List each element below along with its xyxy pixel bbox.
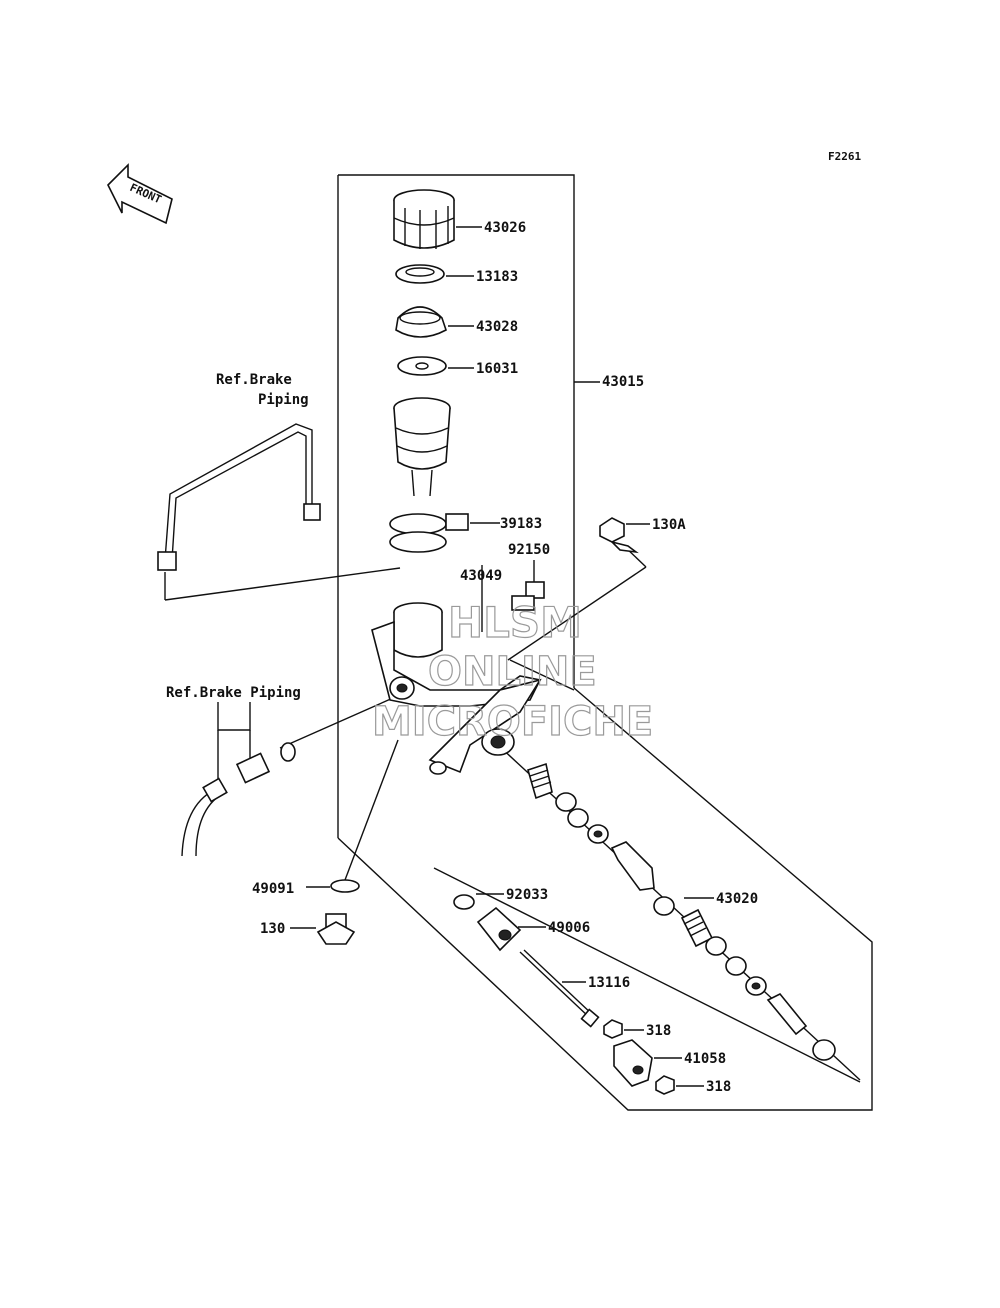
label-16031: 16031: [476, 361, 518, 377]
label-43026: 43026: [484, 220, 526, 236]
circlip-92033: [453, 894, 475, 910]
push-rod-13116: [519, 949, 600, 1028]
clevis-41058: [613, 1039, 653, 1087]
assembly-box-43015: [337, 174, 600, 838]
label-43049: 43049: [460, 568, 502, 584]
label-13116: 13116: [588, 975, 630, 991]
watermark-line2: ONLINE: [428, 649, 597, 695]
label-130: 130: [260, 921, 285, 937]
label-43015: 43015: [602, 374, 644, 390]
front-arrow-icon: FRONT: [107, 163, 173, 225]
brake-pipe-left: [181, 702, 296, 857]
piston-kit-43020: [527, 762, 836, 1061]
label-13183: 13183: [476, 269, 518, 285]
brake-pipe-top: [157, 423, 321, 571]
figure-code: F2261: [828, 150, 861, 163]
boot-49006: [476, 906, 522, 952]
master-cylinder-body: [371, 602, 542, 775]
label-41058: 41058: [684, 1051, 726, 1067]
label-318-upper: 318: [646, 1023, 671, 1039]
bolt-130A: [599, 517, 639, 554]
reservoir-cap: [393, 189, 455, 249]
label-92150: 92150: [508, 542, 550, 558]
ref-brake-left: Ref.Brake Piping: [166, 685, 301, 701]
label-92033: 92033: [506, 887, 548, 903]
watermark-line1: HLSM: [448, 598, 582, 647]
ref-brake-top-1: Ref.Brake: [216, 372, 292, 388]
label-39183: 39183: [500, 516, 542, 532]
fitting-92150: [511, 581, 545, 611]
ref-brake-top-2: Piping: [258, 392, 309, 408]
diaphragm-plate: [395, 264, 445, 284]
nut-318-upper: [603, 1019, 623, 1039]
watermark-line3: MICROFICHE: [372, 699, 653, 745]
label-318-lower: 318: [706, 1079, 731, 1095]
assembly-box-43020: [337, 687, 873, 1111]
label-43028: 43028: [476, 319, 518, 335]
label-43020: 43020: [716, 891, 758, 907]
label-49006: 49006: [548, 920, 590, 936]
reservoir-body: [393, 397, 451, 497]
washer-16031: [397, 356, 447, 376]
nut-318-lower: [655, 1075, 675, 1095]
washer-49091: [330, 879, 360, 893]
hose-clamp: [389, 513, 469, 553]
diaphragm: [395, 306, 447, 338]
label-130A: 130A: [652, 517, 686, 533]
watermark: HLSM ONLINE MICROFICHE: [371, 597, 653, 745]
bolt-130: [316, 913, 356, 945]
label-49091: 49091: [252, 881, 294, 897]
